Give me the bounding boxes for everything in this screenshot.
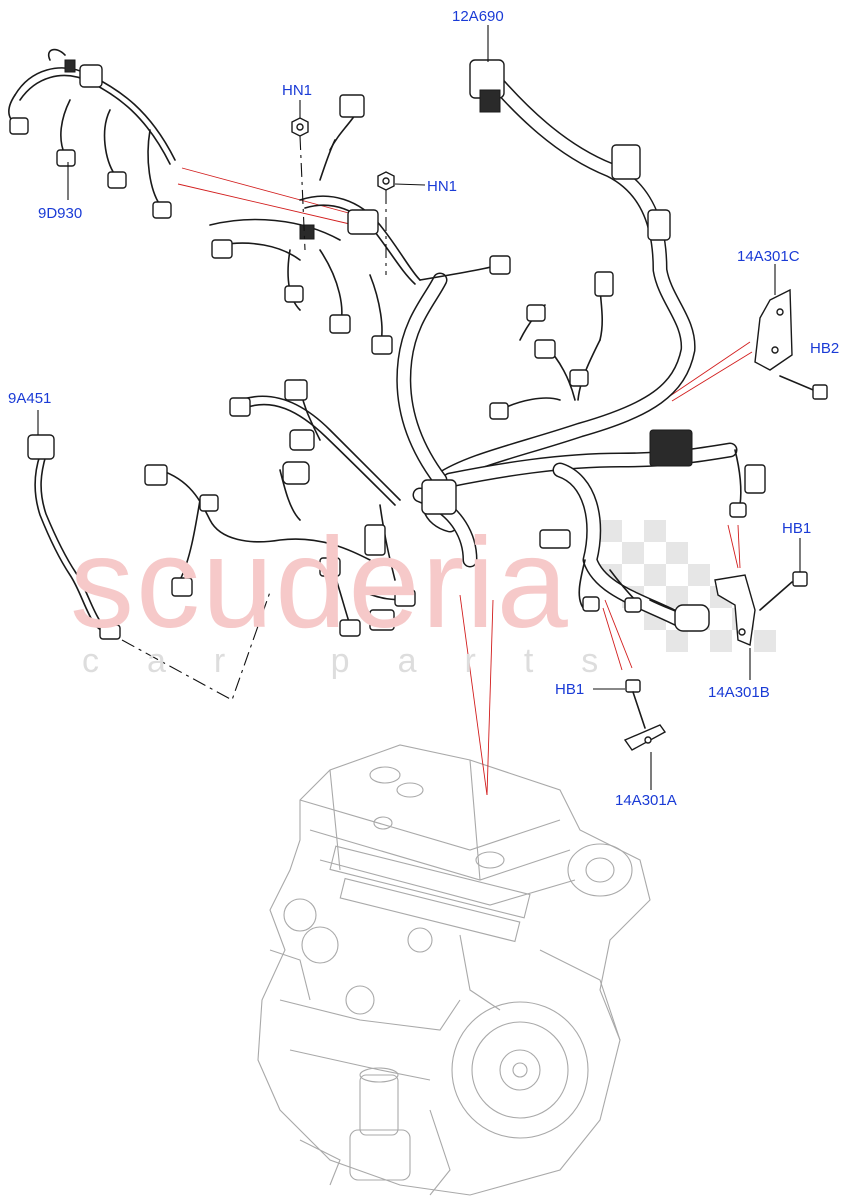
label-hb1-right[interactable]: HB1 — [782, 520, 812, 537]
bracket-14a301a — [623, 724, 667, 751]
engine-block — [257, 744, 651, 1196]
label-leaders — [37, 25, 801, 790]
label-14a301c[interactable]: 14A301C — [737, 248, 800, 265]
label-12a690[interactable]: 12A690 — [452, 8, 504, 25]
label-9d930[interactable]: 9D930 — [38, 205, 83, 222]
bracket-14a301c — [754, 288, 793, 371]
sensor-lead-9a451 — [27, 434, 271, 701]
bolt-hb2 — [779, 375, 828, 400]
bolt-hb1-left — [625, 679, 646, 729]
upper-harness-branches — [209, 94, 511, 355]
label-9a451[interactable]: 9A451 — [8, 390, 52, 407]
bracket-14a301b — [714, 574, 756, 646]
label-14a301b[interactable]: 14A301B — [708, 684, 770, 701]
label-14a301a[interactable]: 14A301A — [615, 792, 677, 809]
label-hb2[interactable]: HB2 — [810, 340, 840, 357]
bolt-hb1-right — [759, 571, 808, 611]
lower-right-harness — [539, 449, 747, 632]
watermark-tagline: car parts — [82, 642, 647, 680]
nut-hn1-mid — [377, 171, 395, 275]
label-hn1-top[interactable]: HN1 — [282, 82, 313, 99]
lower-left-harness — [144, 379, 457, 637]
label-hn1-mid[interactable]: HN1 — [427, 178, 458, 195]
injector-harness-9d930 — [8, 48, 176, 219]
label-hb1-left[interactable]: HB1 — [555, 681, 585, 698]
right-branch-connectors — [469, 59, 766, 494]
callout-lines-red — [177, 167, 753, 796]
main-harness — [396, 67, 738, 628]
watermark-brand: scuderia — [70, 512, 570, 655]
